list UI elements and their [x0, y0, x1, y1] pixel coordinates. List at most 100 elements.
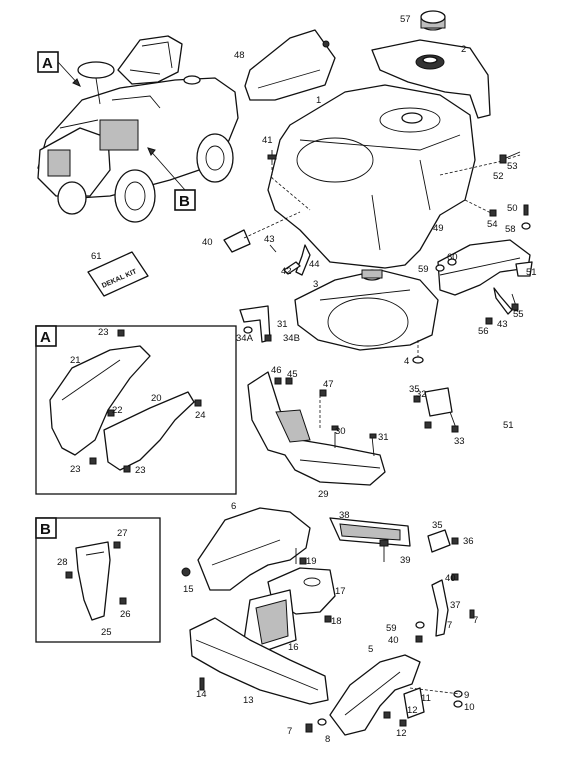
part-number-label: 15	[183, 584, 194, 595]
part-number-label: 18	[331, 616, 342, 627]
part-6-rear-fender	[181, 507, 311, 591]
detail-a: A	[35, 325, 237, 495]
part-number-label: 28	[57, 557, 68, 568]
detail-a-label: A	[40, 329, 51, 346]
part-number-label: 49	[433, 223, 444, 234]
part-number-label: 22	[112, 405, 123, 416]
part-number-labels: 1234567778910111212131415161718192021222…	[0, 0, 537, 745]
part-number-label: 1	[316, 95, 321, 106]
part-number-label: 39	[400, 555, 411, 566]
part-number-label: 45	[287, 369, 298, 380]
part-58-cap	[420, 10, 446, 31]
part-number-label: 41	[262, 135, 273, 146]
part-number-label: 57	[400, 14, 411, 25]
part-number-label: 56	[478, 326, 489, 337]
part-number-label: 31	[378, 432, 389, 443]
part-number-label: 26	[120, 609, 131, 620]
part-number-label: 54	[487, 219, 498, 230]
part-number-label: 2	[461, 44, 466, 55]
part-number-label: 58	[505, 224, 516, 235]
part-number-label: 55	[513, 309, 524, 320]
part-number-label: 48	[234, 50, 245, 61]
part-number-label: 40	[202, 237, 213, 248]
part-number-label: 34B	[283, 333, 300, 344]
part-number-label: 19	[306, 556, 317, 567]
part-number-label: 21	[70, 355, 81, 366]
part-49-visor	[244, 29, 336, 101]
part-number-label: 7	[447, 620, 452, 631]
part-number-label: 23	[98, 327, 109, 338]
part-number-label: 59	[418, 264, 429, 275]
part-number-label: 23	[70, 464, 81, 475]
part-number-label: 51	[503, 420, 514, 431]
right-bracket	[413, 387, 459, 433]
part-number-label: 29	[318, 489, 329, 500]
light-assembly	[223, 150, 311, 276]
part-number-label: 42	[281, 266, 292, 277]
part-number-label: 47	[323, 379, 334, 390]
detail-b: B	[35, 517, 161, 643]
part-number-label: 43	[264, 234, 275, 245]
callout-b: B	[147, 147, 196, 211]
part-number-label: 14	[196, 689, 207, 700]
part-number-label: 13	[243, 695, 254, 706]
part-number-label: 37	[450, 600, 461, 611]
part-number-label: 43	[497, 319, 508, 330]
part-number-label: 16	[288, 642, 299, 653]
part-50-rear-piece	[435, 239, 533, 325]
part-number-label: 10	[464, 702, 475, 713]
part-number-label: 24	[195, 410, 206, 421]
part-17-plate	[243, 589, 297, 653]
part-number-label: 17	[335, 586, 346, 597]
part-14-bumper	[189, 617, 329, 705]
lower-hardware	[305, 687, 463, 733]
part-99-decal-kit: DEKAL KIT	[87, 251, 149, 297]
part-number-label: 11	[421, 693, 431, 704]
part-39-step	[329, 517, 459, 562]
part-number-label: 59	[386, 623, 397, 634]
part-number-label: 52	[493, 171, 504, 182]
part-number-label: 60	[447, 252, 458, 263]
part-number-label: 8	[325, 734, 330, 745]
part-number-label: 99	[0, 0, 11, 3]
part-number-label: 40	[388, 635, 399, 646]
callout-a-label: A	[42, 55, 53, 72]
part-number-label: 20	[151, 393, 162, 404]
part-30-console	[247, 371, 386, 486]
part-number-label: 35	[409, 384, 420, 395]
part-number-label: 30	[335, 426, 346, 437]
left-bracket	[239, 305, 272, 343]
part-1-fender-top	[267, 84, 476, 269]
part-2-top-cover	[371, 39, 491, 119]
part-number-label: 53	[507, 161, 518, 172]
callout-a: A	[37, 51, 81, 87]
part-38-bracket	[415, 573, 475, 643]
part-number-label: 12	[407, 705, 418, 716]
part-number-label: 7	[473, 615, 478, 626]
part-number-label: 25	[101, 627, 112, 638]
part-number-label: 35	[432, 520, 443, 531]
part-number-label: 32	[416, 389, 427, 400]
part-number-label: 38	[339, 510, 350, 521]
part-number-label: 27	[117, 528, 128, 539]
part-number-label: 7	[287, 726, 292, 737]
part-3-base-plate	[294, 269, 439, 364]
part-number-label: 12	[396, 728, 407, 739]
part-number-label: 6	[231, 501, 236, 512]
part-number-label: 44	[309, 259, 320, 270]
part-number-label: 33	[454, 436, 465, 447]
part-number-label: 40	[445, 573, 456, 584]
part-5-front-fender	[329, 654, 425, 736]
part-number-label: 61	[91, 251, 102, 262]
part-number-label: 5	[368, 644, 373, 655]
part-number-label: 9	[464, 690, 469, 701]
callout-b-label: B	[179, 193, 190, 210]
part-number-label: 23	[135, 465, 146, 476]
tractor-overview	[37, 35, 239, 223]
part-number-label: 31	[277, 319, 288, 330]
part-number-label: 46	[271, 365, 282, 376]
right-hardware	[439, 151, 531, 230]
part-number-label: 50	[507, 203, 518, 214]
part-number-label: 34A	[236, 333, 254, 344]
